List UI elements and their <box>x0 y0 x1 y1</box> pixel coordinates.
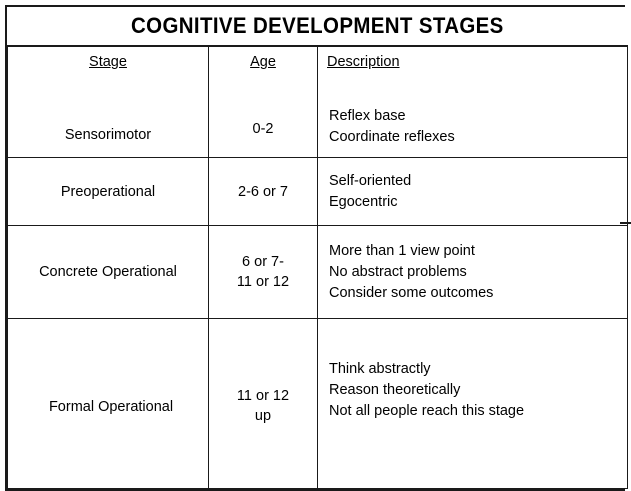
page-title: COGNITIVE DEVELOPMENT STAGES <box>131 13 504 38</box>
description-line: Reflex base <box>329 108 406 124</box>
age-line: 0-2 <box>252 121 274 137</box>
column-header-stage: Stage <box>89 54 127 70</box>
cell-stage: Formal Operational <box>7 318 209 489</box>
description-line: Egocentric <box>329 193 398 210</box>
cell-age: 11 or 12 up <box>208 318 318 489</box>
description-line: More than 1 view point <box>329 242 475 259</box>
description-line: Think abstractly <box>329 361 431 377</box>
header-cell-description: Description <box>317 46 628 77</box>
cognitive-development-table: COGNITIVE DEVELOPMENT STAGES Stage Age D… <box>5 5 628 491</box>
header-row: Stage Age Description <box>7 46 628 77</box>
age-line: 2-6 or 7 <box>238 183 288 200</box>
age-line: up <box>254 407 272 424</box>
cell-stage: Preoperational <box>7 157 209 226</box>
table-title-cell: COGNITIVE DEVELOPMENT STAGES <box>7 7 628 47</box>
column-header-description: Description <box>327 54 400 70</box>
cell-age: 0-2 <box>208 77 318 158</box>
page-root: COGNITIVE DEVELOPMENT STAGES Stage Age D… <box>5 5 631 491</box>
table-row: Formal Operational 11 or 12 up Think abs… <box>7 318 628 489</box>
cell-description: More than 1 view point No abstract probl… <box>317 225 628 319</box>
cell-description: Think abstractly Reason theoretically No… <box>317 318 628 489</box>
column-header-age: Age <box>250 54 276 70</box>
cell-age: 6 or 7- 11 or 12 <box>208 225 318 319</box>
border-overshoot-artifact <box>620 222 631 224</box>
cell-description: Self-oriented Egocentric <box>317 157 628 226</box>
cell-description: Reflex base Coordinate reflexes <box>317 77 628 158</box>
header-cell-age: Age <box>208 46 318 77</box>
age-line: 6 or 7- <box>242 254 284 270</box>
cell-stage: Concrete Operational <box>7 225 209 319</box>
description-line: Not all people reach this stage <box>329 403 525 419</box>
table-row: Concrete Operational 6 or 7- 11 or 12 Mo… <box>7 225 628 319</box>
description-line: Consider some outcomes <box>329 284 494 301</box>
description-line: No abstract problems <box>329 263 467 280</box>
cell-age: 2-6 or 7 <box>208 157 318 226</box>
description-line: Reason theoretically <box>329 382 461 398</box>
table-row: Preoperational 2-6 or 7 Self-oriented Eg… <box>7 157 628 226</box>
table-row: Sensorimotor 0-2 Reflex base Coordinate … <box>7 77 628 158</box>
age-line: 11 or 12 <box>236 387 290 404</box>
header-cell-stage: Stage <box>7 46 209 77</box>
cell-stage: Sensorimotor <box>7 77 209 158</box>
description-line: Self-oriented <box>329 172 412 189</box>
title-row: COGNITIVE DEVELOPMENT STAGES <box>7 7 628 47</box>
age-line: 11 or 12 <box>236 274 290 290</box>
description-line: Coordinate reflexes <box>329 129 455 145</box>
stages-table: COGNITIVE DEVELOPMENT STAGES Stage Age D… <box>7 7 628 489</box>
